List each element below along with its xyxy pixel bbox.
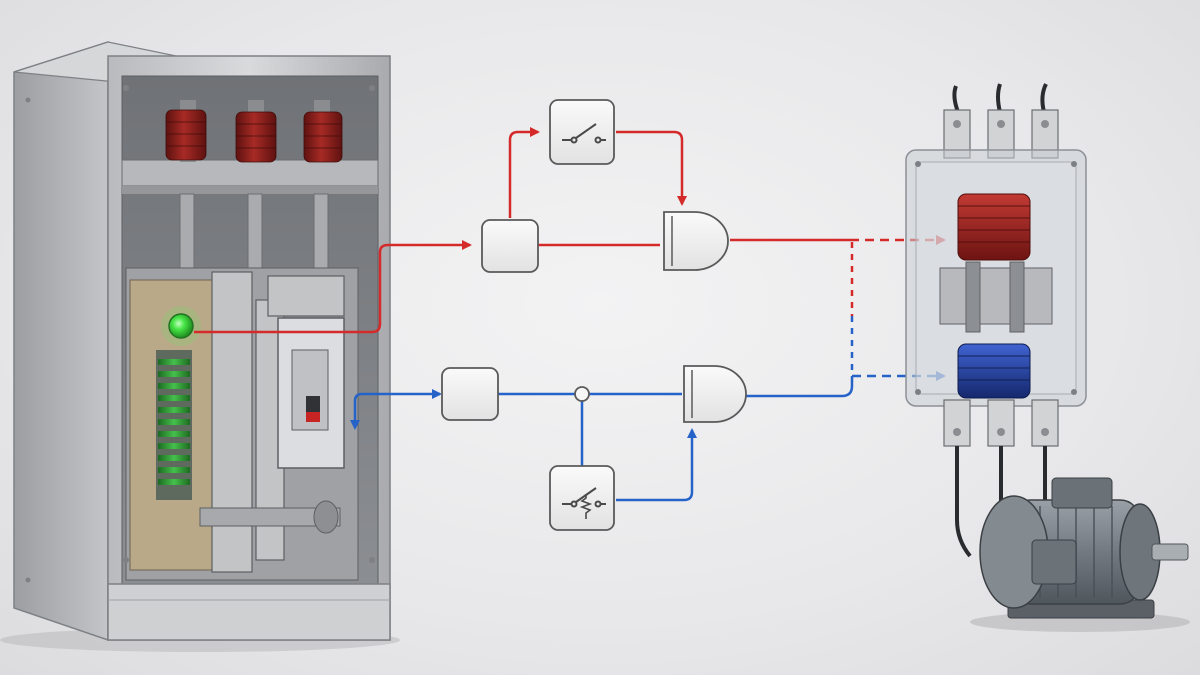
switch-icon <box>562 123 606 144</box>
insulator-group <box>165 100 343 163</box>
red-input-block <box>481 219 539 273</box>
blue-and-gate <box>683 365 747 423</box>
electric-motor <box>970 477 1190 632</box>
blue-input-block <box>441 367 499 421</box>
red-and-gate <box>663 211 729 271</box>
coil-red <box>957 193 1031 261</box>
breaker-module <box>277 317 345 469</box>
thermal-switch-block <box>549 465 615 531</box>
blue-junction <box>574 386 590 402</box>
thermal-switch-icon <box>562 487 606 519</box>
contactor <box>905 83 1087 558</box>
coil-blue <box>957 343 1031 399</box>
green-spring <box>156 350 192 500</box>
blue-signal-path <box>350 316 946 502</box>
switchgear-cabinet <box>0 40 400 652</box>
red-branch-switch-block <box>549 99 615 165</box>
status-led <box>168 313 194 339</box>
red-signal-path <box>194 127 946 334</box>
